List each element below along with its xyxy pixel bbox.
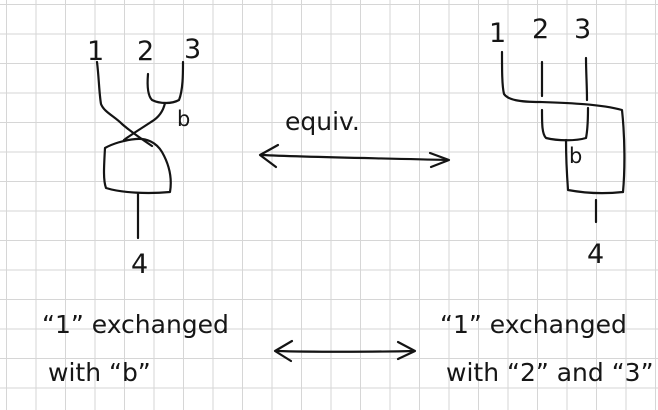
caption-double-arrow bbox=[274, 349, 416, 353]
equiv-label: equiv. bbox=[285, 107, 360, 136]
caption-arrowhead-right bbox=[396, 340, 417, 361]
right-diagram: 1 2 3 b 4 bbox=[489, 14, 626, 270]
captions: “1” exchanged with “b” “1” exchanged wit… bbox=[42, 310, 654, 387]
left-caption-line2: with “b” bbox=[48, 358, 151, 387]
right-wire-1 bbox=[500, 50, 626, 194]
left-b-cup bbox=[146, 60, 185, 105]
right-b-stem bbox=[564, 138, 625, 195]
left-caption-line1: “1” exchanged bbox=[42, 310, 229, 339]
right-caption-line2: with “2” and “3” bbox=[446, 358, 654, 387]
left-output-4-label: 4 bbox=[131, 249, 148, 280]
right-input-3-label: 3 bbox=[574, 14, 591, 45]
equiv-arrowhead-left bbox=[258, 143, 280, 169]
right-node-b-label: b bbox=[569, 144, 582, 168]
right-input-1-label: 1 bbox=[489, 18, 506, 49]
left-b-stem bbox=[122, 101, 167, 142]
caption-arrowhead-left bbox=[273, 339, 294, 363]
left-input-2-label: 2 bbox=[137, 36, 154, 67]
right-wire-3 bbox=[584, 56, 589, 102]
right-b-cup bbox=[540, 106, 590, 142]
left-diagram: 1 2 3 b 4 bbox=[87, 34, 201, 280]
equiv-arrowhead-right bbox=[428, 151, 451, 169]
right-input-2-label: 2 bbox=[532, 14, 549, 45]
right-output-4-label: 4 bbox=[587, 239, 604, 270]
left-input-3-label: 3 bbox=[184, 34, 201, 65]
right-caption-line1: “1” exchanged bbox=[440, 310, 627, 339]
left-node-b-label: b bbox=[177, 107, 190, 131]
equiv-double-arrow bbox=[260, 153, 450, 162]
left-merge-box bbox=[102, 137, 172, 195]
equivalence-relation: equiv. bbox=[258, 107, 451, 169]
left-wire-1 bbox=[95, 60, 154, 148]
left-input-1-label: 1 bbox=[87, 36, 104, 67]
